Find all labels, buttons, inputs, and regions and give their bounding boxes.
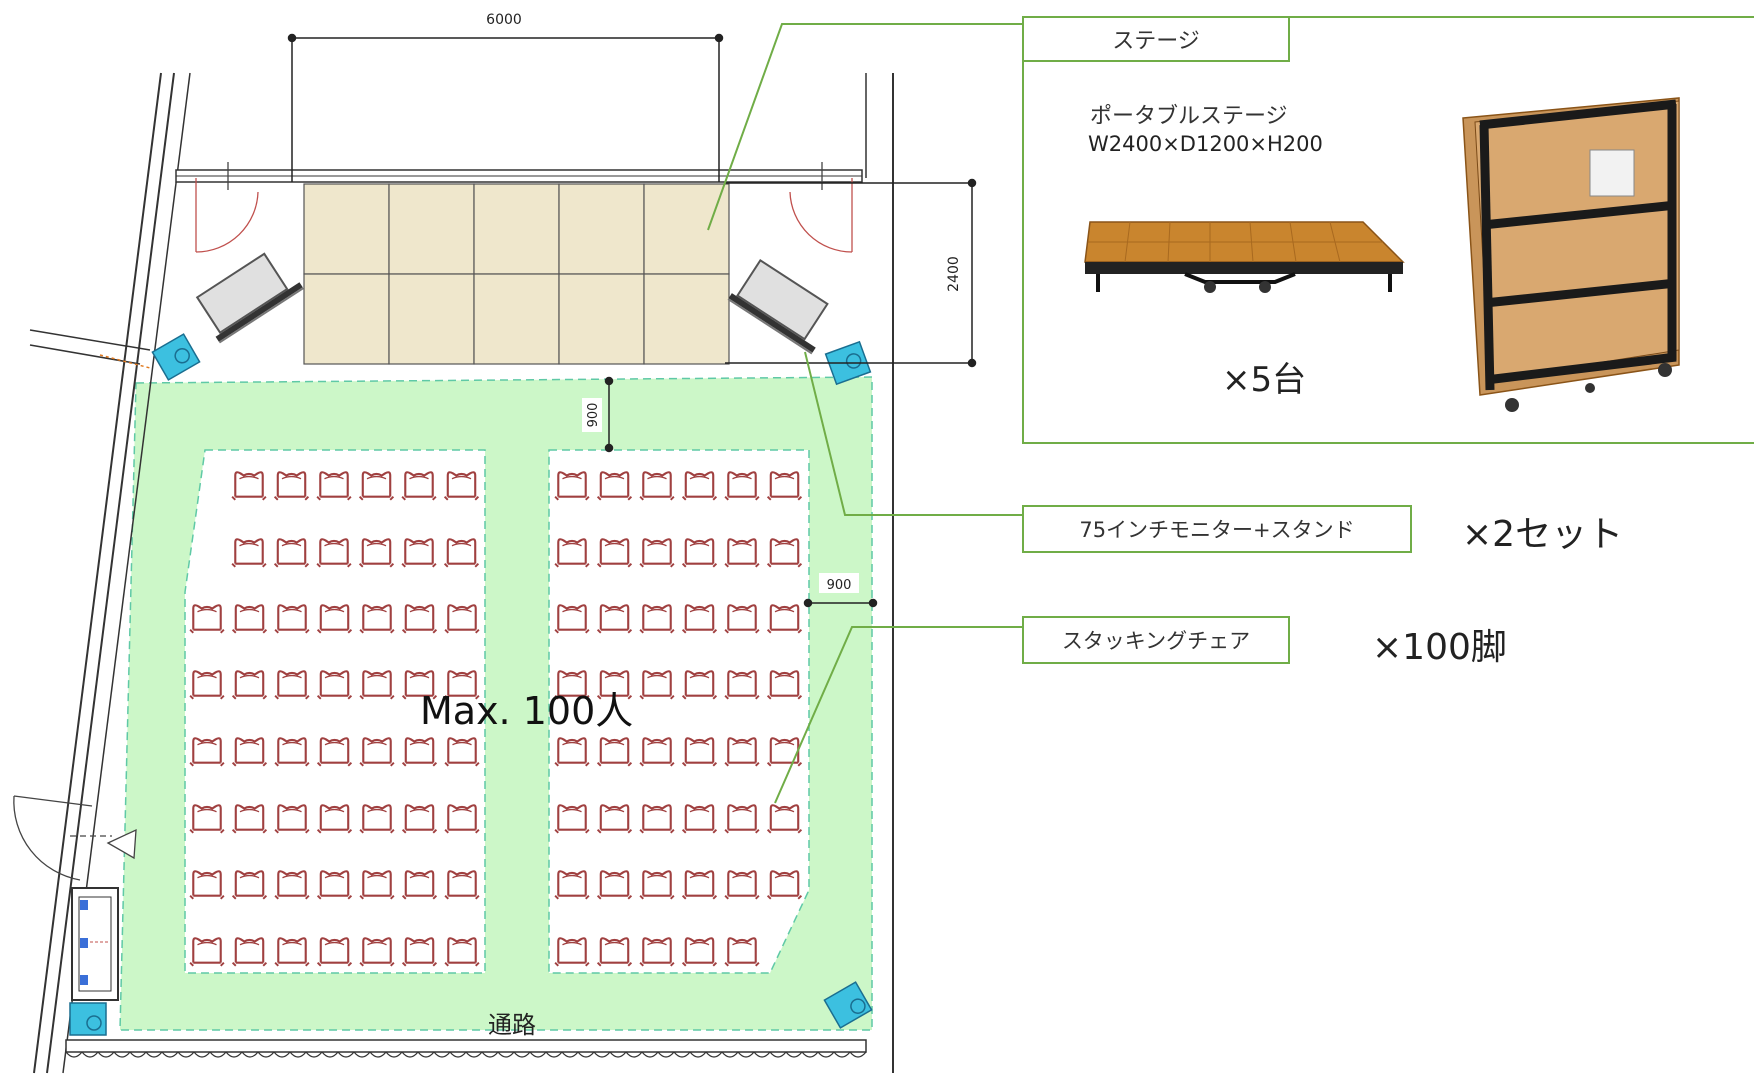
dimension-stage-depth bbox=[725, 178, 977, 368]
bottom-wall bbox=[65, 1039, 867, 1058]
monitor-quantity: ×2セット bbox=[1462, 514, 1624, 555]
monitor-callout-label: 75インチモニター+スタンド bbox=[1022, 505, 1412, 553]
stage-platform-cell bbox=[643, 273, 730, 365]
stage-callout-label: ステージ bbox=[1022, 16, 1290, 62]
stage-quantity: ×5台 bbox=[1222, 360, 1307, 400]
capacity-label: Max. 100人 bbox=[420, 689, 634, 733]
dimension-front-aisle-bg bbox=[582, 398, 602, 432]
dimension-stage-width-label: 6000 bbox=[486, 12, 522, 28]
stage-platform-cell bbox=[558, 183, 645, 275]
chair-quantity: ×100脚 bbox=[1372, 627, 1507, 668]
left-corridor bbox=[29, 329, 151, 369]
monitor-left bbox=[192, 246, 303, 342]
stage-door-right bbox=[789, 162, 853, 253]
stage-platform-cell bbox=[303, 273, 390, 365]
stage-callout-panel bbox=[1022, 16, 1754, 444]
stage-platform-cell bbox=[473, 273, 560, 365]
stage-platform-cell bbox=[303, 183, 390, 275]
stage-back-wall bbox=[175, 169, 863, 183]
dimension-side-aisle-label: 900 bbox=[827, 578, 852, 593]
equipment-box-top-left bbox=[151, 333, 201, 381]
stage-platform-cell bbox=[558, 273, 645, 365]
stage-platforms bbox=[303, 183, 730, 365]
callout-leaders bbox=[707, 23, 1022, 804]
stage-product-name: ポータブルステージ bbox=[1090, 104, 1288, 129]
dimension-stage-depth-label: 2400 bbox=[946, 256, 962, 292]
stage-product-spec: W2400×D1200×H200 bbox=[1088, 132, 1323, 156]
folded-stage-image bbox=[1462, 97, 1680, 412]
seating-block-right bbox=[548, 449, 810, 974]
stage-platform-cell bbox=[388, 183, 475, 275]
monitor-right bbox=[728, 257, 839, 353]
dimension-side-aisle bbox=[803, 598, 878, 608]
portable-stage-image bbox=[1084, 221, 1405, 293]
dimension-stage-width bbox=[287, 33, 724, 182]
stage-platform-cell bbox=[473, 183, 560, 275]
stage-door-left bbox=[195, 162, 259, 253]
chair-callout-label: スタッキングチェア bbox=[1022, 616, 1290, 664]
dimension-front-aisle bbox=[604, 376, 614, 453]
entrance-door bbox=[13, 795, 137, 881]
equipment-box-bottom-left bbox=[69, 1002, 107, 1036]
equipment-box-bottom-right bbox=[823, 981, 873, 1029]
passage-label: 通路 bbox=[488, 1011, 536, 1039]
dimension-front-aisle-label: 900 bbox=[586, 403, 601, 428]
dimension-side-aisle-bg bbox=[819, 573, 859, 593]
right-wall bbox=[865, 73, 894, 1073]
stage-platform-cell bbox=[388, 273, 475, 365]
storage-cabinet bbox=[71, 887, 119, 1001]
stage-platform-cell bbox=[643, 183, 730, 275]
seating-block-left bbox=[184, 449, 486, 974]
